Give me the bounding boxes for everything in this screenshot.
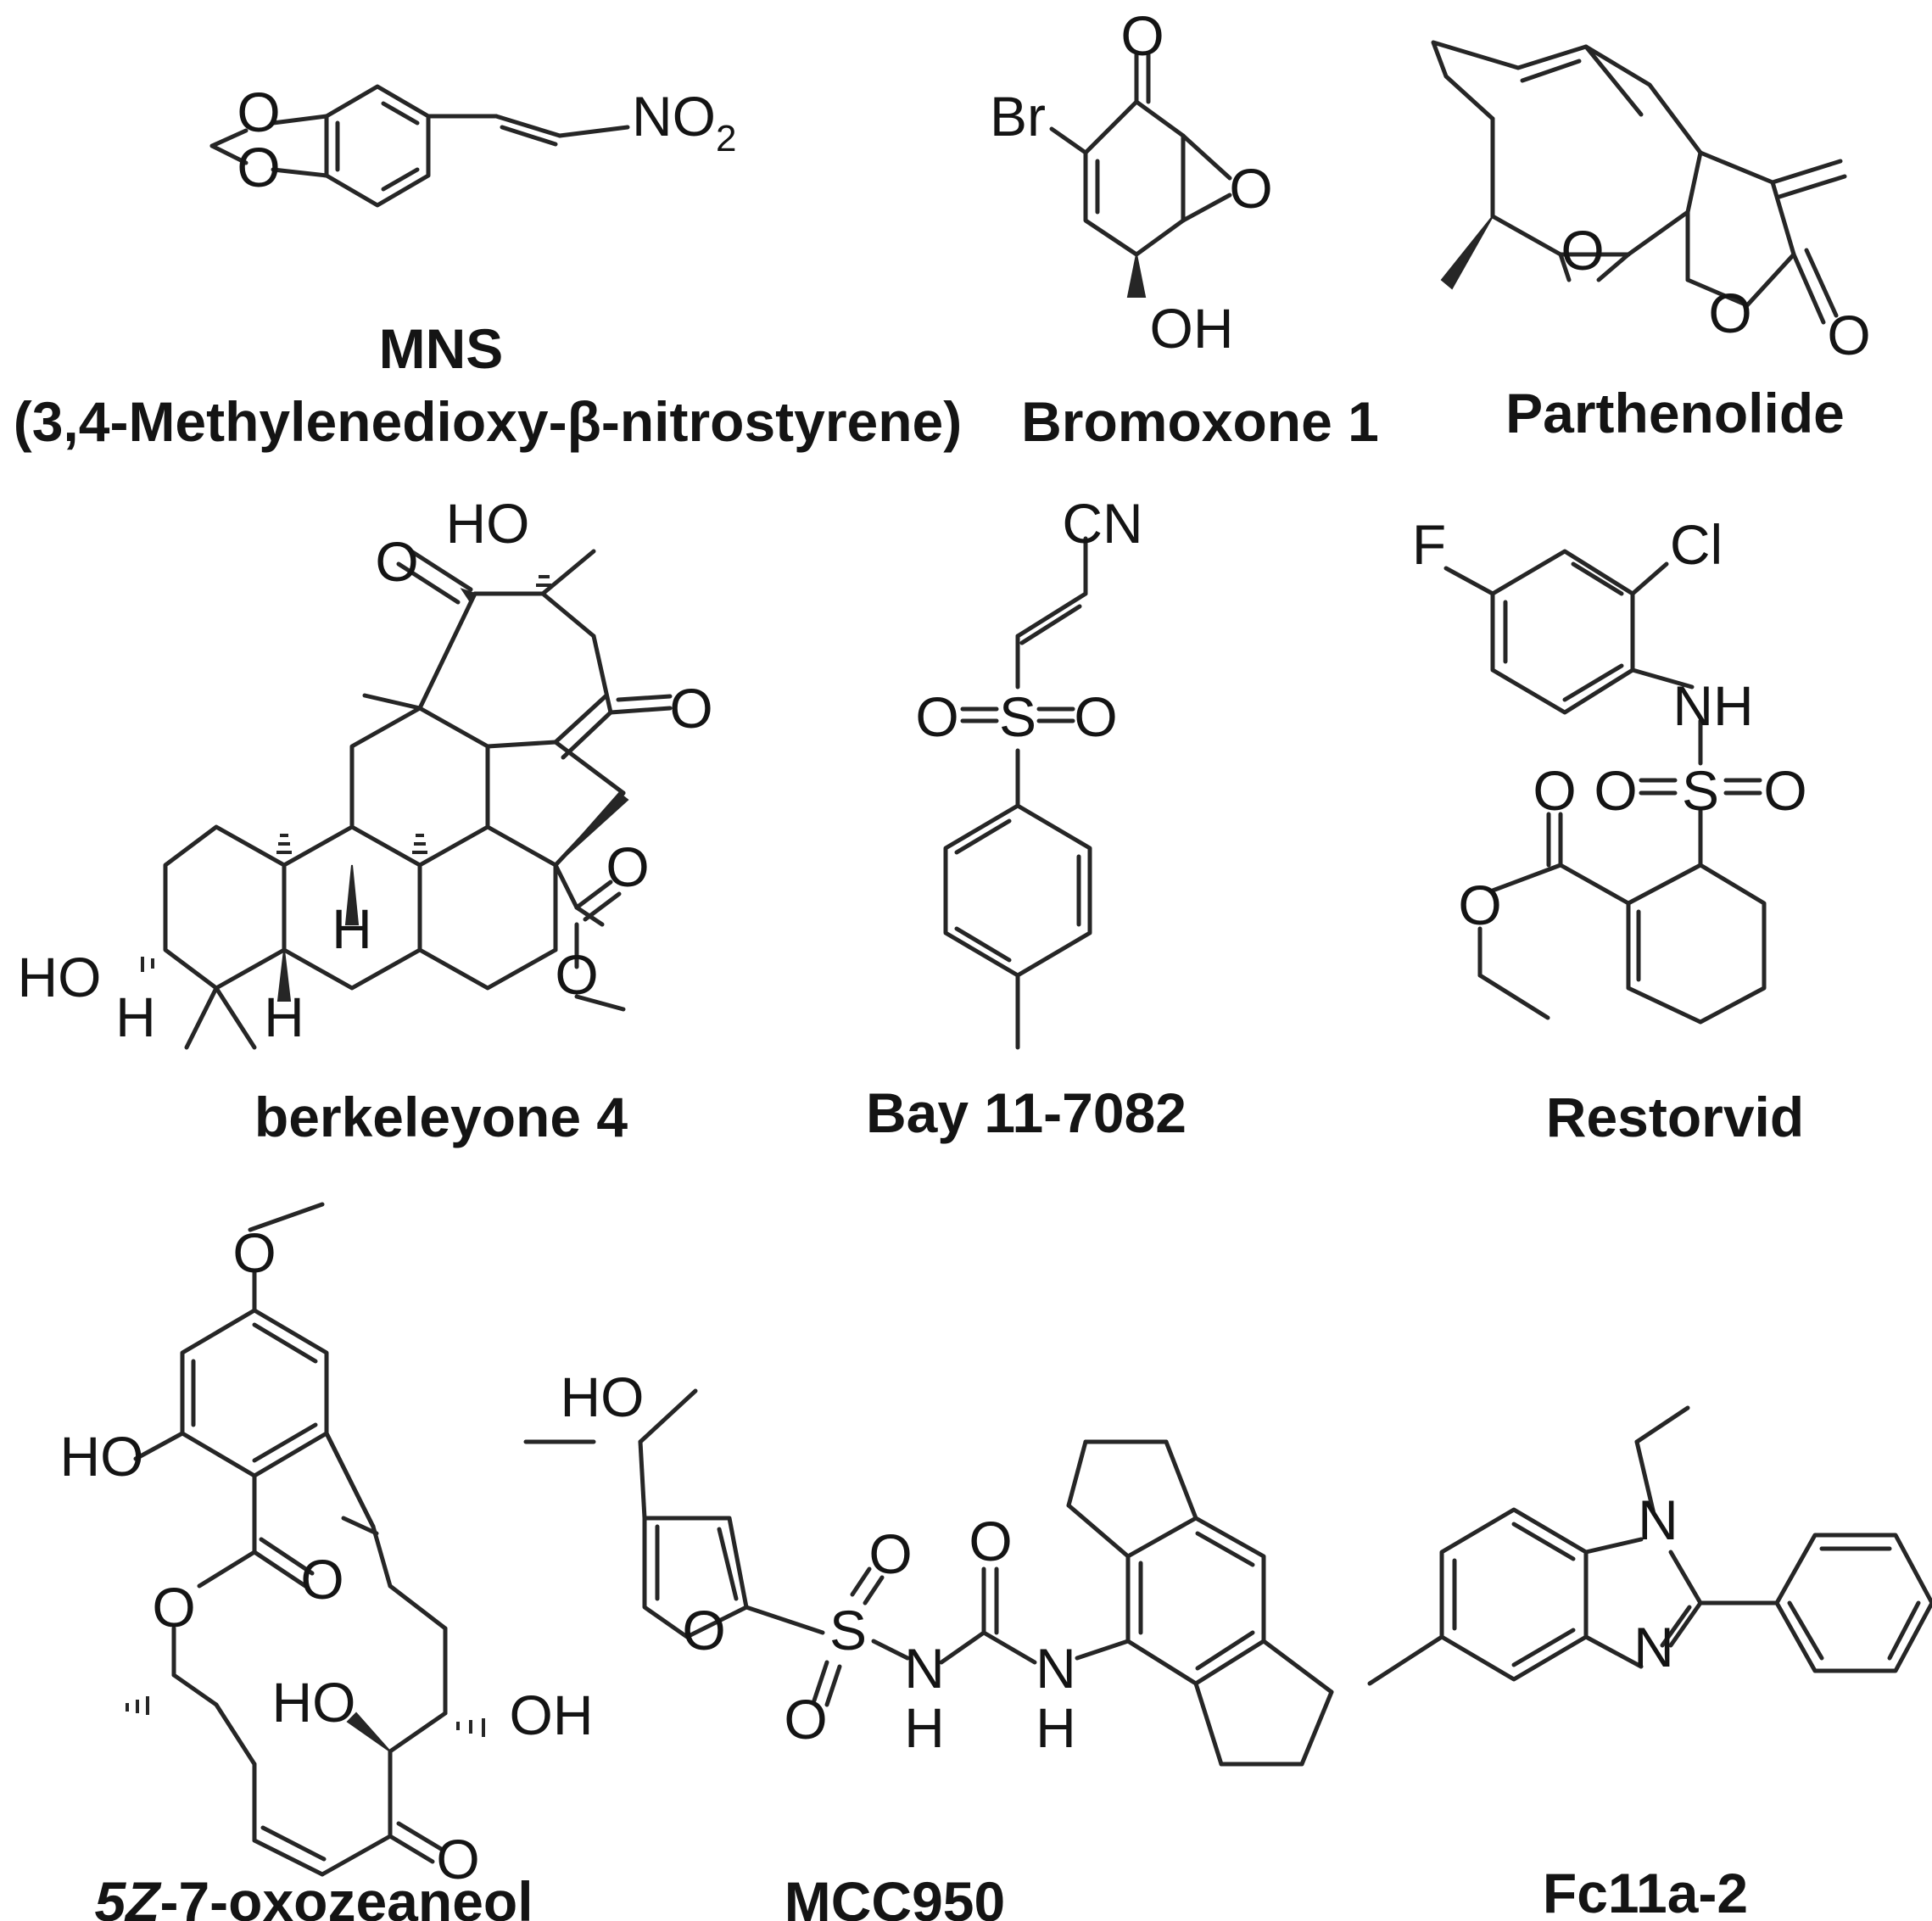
fc11a-structure: N N — [1367, 1405, 1932, 1686]
mcc950-structure: HO O S O O N H O N H — [523, 1365, 1334, 1767]
oxozeaneol-ho-phenol: HO — [60, 1425, 144, 1488]
berkeleyone-h-2: H — [264, 986, 304, 1048]
mns-o-top: O — [237, 81, 280, 143]
parthenolide-structure: O O O — [1431, 40, 1871, 366]
parthenolide-o-carbonyl: O — [1827, 304, 1870, 366]
mns-fullname: (3,4-Methylenedioxy-β-nitrostyrene) — [14, 390, 963, 453]
berkeleyone-o-ketone-right: O — [669, 677, 712, 740]
restorvid-structure: F Cl NH S O O O O — [1412, 513, 1807, 1025]
restorvid-nh: NH — [1672, 674, 1753, 737]
berkeleyone-ho-top: HO — [446, 492, 530, 555]
mcc950-ho: HO — [561, 1365, 645, 1428]
berkeleyone-h-1: H — [332, 897, 372, 960]
parthenolide-o-ring: O — [1708, 282, 1751, 344]
oxozeaneol-structure: O HO O O HO OH O — [60, 1202, 594, 1890]
bay-o-left: O — [915, 685, 958, 748]
bay-s: S — [999, 685, 1036, 748]
fc11a-name: Fc11a-2 — [1543, 1862, 1748, 1921]
bromoxone-oh: OH — [1150, 297, 1234, 360]
oxozeaneol-name: 5Z-7-oxozeaneol — [94, 1870, 533, 1921]
bromoxone-structure: O Br O OH — [990, 4, 1273, 360]
mcc950-o-urea: O — [969, 1510, 1012, 1572]
mns-structure: O O NO2 — [209, 81, 736, 208]
bay-cn: CN — [1062, 492, 1142, 555]
berkeleyone-o-ketone-left: O — [375, 530, 418, 593]
mcc950-o-furan: O — [682, 1599, 725, 1661]
restorvid-cl: Cl — [1670, 513, 1723, 576]
berkeleyone-o-ester-carbonyl: O — [606, 835, 649, 898]
bay-name: Bay 11-7082 — [866, 1081, 1187, 1144]
parthenolide-name: Parthenolide — [1505, 382, 1845, 444]
mns-name: MNS — [379, 317, 504, 380]
restorvid-o-s-left: O — [1594, 759, 1637, 822]
bay-structure: CN S O O — [915, 492, 1143, 1050]
restorvid-f: F — [1412, 513, 1446, 576]
mcc950-h-right: H — [1036, 1696, 1076, 1759]
mcc950-o-s-top: O — [868, 1522, 912, 1585]
fc11a-n-3: N — [1633, 1616, 1674, 1678]
mcc950-name: MCC950 — [785, 1870, 1005, 1921]
restorvid-o-carbonyl: O — [1533, 759, 1576, 822]
oxozeaneol-o-methoxy: O — [232, 1221, 276, 1284]
restorvid-o-ester: O — [1458, 874, 1501, 936]
berkeleyone-h-3: H — [115, 986, 156, 1048]
mcc950-h-left: H — [904, 1696, 945, 1759]
mcc950-n-right: N — [1036, 1637, 1076, 1700]
oxozeaneol-o-carbonyl: O — [300, 1548, 343, 1611]
berkeleyone-structure: HO O O O O H H H HO — [18, 492, 713, 1050]
mns-o-bottom: O — [237, 136, 280, 198]
mns-nitro: NO2 — [632, 85, 736, 159]
restorvid-name: Restorvid — [1546, 1086, 1804, 1148]
bay-o-right: O — [1074, 685, 1117, 748]
fc11a-n-1: N — [1638, 1488, 1678, 1551]
mcc950-s: S — [829, 1599, 867, 1661]
bromoxone-name: Bromoxone 1 — [1021, 390, 1379, 453]
bromoxone-o-carbonyl: O — [1120, 4, 1164, 67]
mcc950-n-left: N — [904, 1637, 945, 1700]
oxozeaneol-o-ketone: O — [436, 1828, 479, 1890]
bromoxone-br: Br — [990, 85, 1046, 148]
parthenolide-o-epoxide: O — [1561, 219, 1604, 282]
berkeleyone-o-ester: O — [555, 943, 598, 1006]
bromoxone-o-epoxide: O — [1229, 157, 1272, 220]
oxozeaneol-ho: HO — [272, 1671, 356, 1734]
restorvid-o-s-right: O — [1763, 759, 1806, 822]
oxozeaneol-o-ester: O — [152, 1576, 195, 1639]
mcc950-o-s-bottom: O — [784, 1688, 827, 1751]
berkeleyone-name: berkeleyone 4 — [254, 1086, 628, 1148]
berkeleyone-ho-bottom: HO — [18, 946, 102, 1008]
restorvid-s: S — [1682, 759, 1719, 822]
oxozeaneol-oh: OH — [510, 1684, 594, 1746]
